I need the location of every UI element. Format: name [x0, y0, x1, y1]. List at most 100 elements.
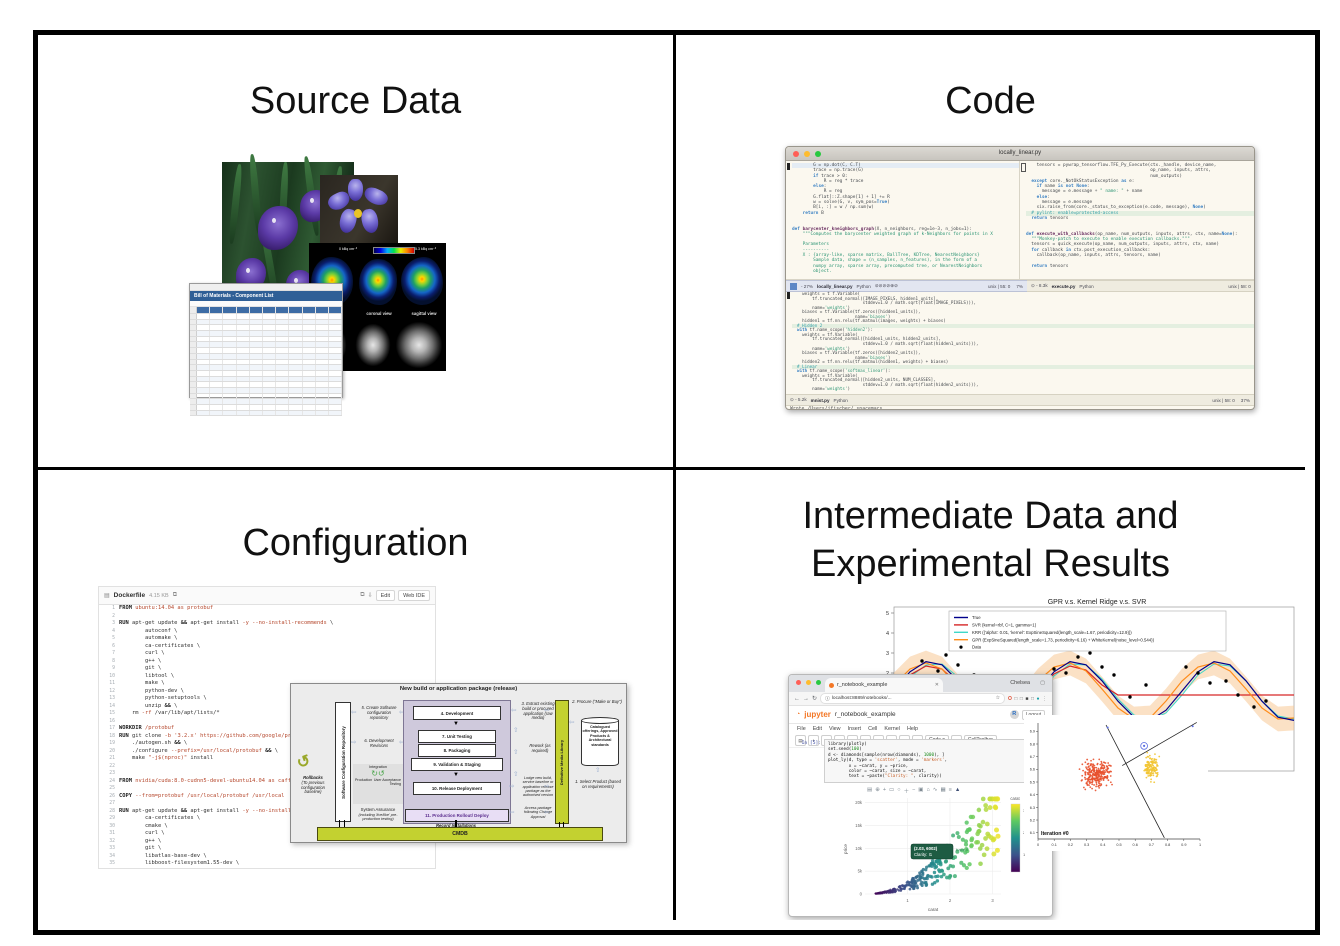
- table-row[interactable]: [190, 353, 343, 360]
- table-row[interactable]: [190, 399, 343, 405]
- save-icon[interactable]: ▤: [795, 735, 806, 746]
- line-number[interactable]: 7: [112, 651, 115, 656]
- spreadsheet-cell[interactable]: [250, 353, 263, 359]
- dockerfile-line[interactable]: 16: [99, 718, 435, 726]
- line-number[interactable]: 12: [109, 688, 115, 694]
- line-number[interactable]: 31: [109, 831, 115, 836]
- plotly-logo-icon[interactable]: ▲: [954, 787, 961, 793]
- spreadsheet-cell[interactable]: [223, 342, 237, 348]
- spreadsheet-cell[interactable]: [250, 348, 263, 353]
- spreadsheet-cell[interactable]: [263, 399, 277, 404]
- spreadsheet-cell[interactable]: [289, 336, 303, 342]
- spreadsheet-cell[interactable]: [223, 365, 237, 370]
- spreadsheet-cell[interactable]: [263, 376, 277, 382]
- spreadsheet-cell[interactable]: [303, 376, 316, 382]
- spreadsheet-cell[interactable]: [329, 359, 343, 365]
- spreadsheet-cell[interactable]: [303, 319, 316, 325]
- spreadsheet-cell[interactable]: [237, 348, 250, 353]
- spreadsheet-cell[interactable]: [210, 348, 224, 353]
- spreadsheet-cell[interactable]: [303, 365, 316, 370]
- download-icon[interactable]: ⇩: [367, 593, 373, 599]
- spreadsheet-cell[interactable]: [263, 348, 277, 353]
- table-row[interactable]: [190, 405, 343, 411]
- spreadsheet-cell[interactable]: [237, 353, 250, 359]
- table-row[interactable]: [190, 370, 343, 377]
- spreadsheet-cell[interactable]: [329, 387, 343, 393]
- spreadsheet-cell[interactable]: [316, 387, 329, 393]
- line-number[interactable]: 28: [109, 808, 115, 814]
- spreadsheet-cell[interactable]: [210, 359, 224, 365]
- menu-item-file[interactable]: File: [797, 726, 806, 732]
- spreadsheet-cell[interactable]: [250, 370, 263, 376]
- camera-icon[interactable]: ▤: [867, 787, 873, 793]
- line-number[interactable]: 22: [109, 763, 115, 769]
- spreadsheet-cell[interactable]: [210, 365, 224, 370]
- dockerfile-line[interactable]: 21 make "-j$(nproc)" install: [99, 755, 435, 763]
- spreadsheet-cell[interactable]: [316, 382, 329, 387]
- spreadsheet-cell[interactable]: [329, 319, 343, 325]
- back-icon[interactable]: ←: [794, 695, 800, 702]
- spreadsheet-cell[interactable]: [276, 399, 290, 404]
- spreadsheet-cell[interactable]: [329, 325, 343, 331]
- dockerfile-line[interactable]: 4 autoconf \: [99, 628, 435, 636]
- line-number[interactable]: 24: [109, 778, 115, 784]
- extension-icon[interactable]: □: [1019, 695, 1023, 702]
- plotly-modebar[interactable]: ▤⊕+▭○＋−▣⌂∿▦≡▲: [867, 787, 960, 795]
- dockerfile-line[interactable]: 15 rm -rf /var/lib/apt/lists/*: [99, 710, 435, 718]
- spreadsheet-cell[interactable]: [329, 353, 343, 359]
- dockerfile-line[interactable]: 31 curl \: [99, 830, 435, 838]
- minimize-icon[interactable]: [806, 680, 811, 685]
- maximize-icon[interactable]: [816, 680, 821, 685]
- extension-icon[interactable]: □: [1030, 695, 1034, 702]
- line-number[interactable]: 35: [109, 861, 115, 866]
- spreadsheet-cell[interactable]: [223, 399, 237, 404]
- spreadsheet-cell[interactable]: [276, 359, 290, 365]
- spreadsheet-cell[interactable]: [276, 336, 290, 342]
- line-number[interactable]: 26: [109, 793, 115, 799]
- spreadsheet-cell[interactable]: [197, 359, 211, 365]
- notebook-name[interactable]: r_notebook_example: [834, 711, 896, 718]
- spreadsheet-cell[interactable]: [329, 399, 343, 404]
- spreadsheet-cell[interactable]: [289, 319, 303, 325]
- spreadsheet-cell[interactable]: [276, 325, 290, 331]
- line-number[interactable]: 4: [112, 628, 115, 634]
- dockerfile-line[interactable]: 35 libboost-filesystem1.55-dev \: [99, 860, 435, 868]
- spreadsheet-cell[interactable]: [263, 336, 277, 342]
- table-row[interactable]: [190, 382, 343, 388]
- spreadsheet-cell[interactable]: [197, 314, 211, 319]
- spreadsheet-cell[interactable]: [276, 365, 290, 370]
- spreadsheet-cell[interactable]: [210, 342, 224, 348]
- spreadsheet-cell[interactable]: [263, 342, 277, 348]
- spreadsheet-cell[interactable]: [223, 336, 237, 342]
- line-number[interactable]: 3: [112, 621, 115, 626]
- spreadsheet-cell[interactable]: [263, 382, 277, 387]
- table-row[interactable]: [190, 410, 343, 417]
- table-row[interactable]: [190, 319, 343, 326]
- spreadsheet-cell[interactable]: [289, 325, 303, 331]
- spreadsheet-cell[interactable]: [316, 314, 329, 319]
- hover-compare-icon[interactable]: ≡: [948, 787, 952, 793]
- extension-icon[interactable]: ■: [1025, 695, 1029, 702]
- spreadsheet-cell[interactable]: [276, 342, 290, 348]
- dockerfile-line[interactable]: 23: [99, 770, 435, 778]
- spreadsheet-cell[interactable]: [329, 405, 343, 410]
- spreadsheet-cell[interactable]: [210, 376, 224, 382]
- table-row[interactable]: [190, 376, 343, 383]
- add-cell-icon[interactable]: +: [808, 735, 819, 746]
- line-number[interactable]: 17: [109, 726, 115, 731]
- dockerfile-line[interactable]: 19 ./autogen.sh && \: [99, 740, 435, 748]
- spreadsheet-cell[interactable]: [223, 387, 237, 393]
- spreadsheet-cell[interactable]: [250, 325, 263, 331]
- browser-menu-icon[interactable]: ⋮: [1042, 695, 1047, 702]
- spreadsheet-cell[interactable]: [237, 410, 250, 416]
- spreadsheet-cell[interactable]: [223, 370, 237, 376]
- hover-closest-icon[interactable]: ▦: [940, 787, 946, 793]
- table-row[interactable]: [190, 348, 343, 354]
- spreadsheet-cell[interactable]: [210, 393, 224, 399]
- table-row[interactable]: [190, 331, 343, 337]
- spreadsheet-cell[interactable]: [210, 353, 224, 359]
- table-row[interactable]: [190, 342, 343, 349]
- spreadsheet-cell[interactable]: [250, 410, 263, 416]
- spreadsheet-cell[interactable]: [289, 365, 303, 370]
- spreadsheet-cell[interactable]: [250, 376, 263, 382]
